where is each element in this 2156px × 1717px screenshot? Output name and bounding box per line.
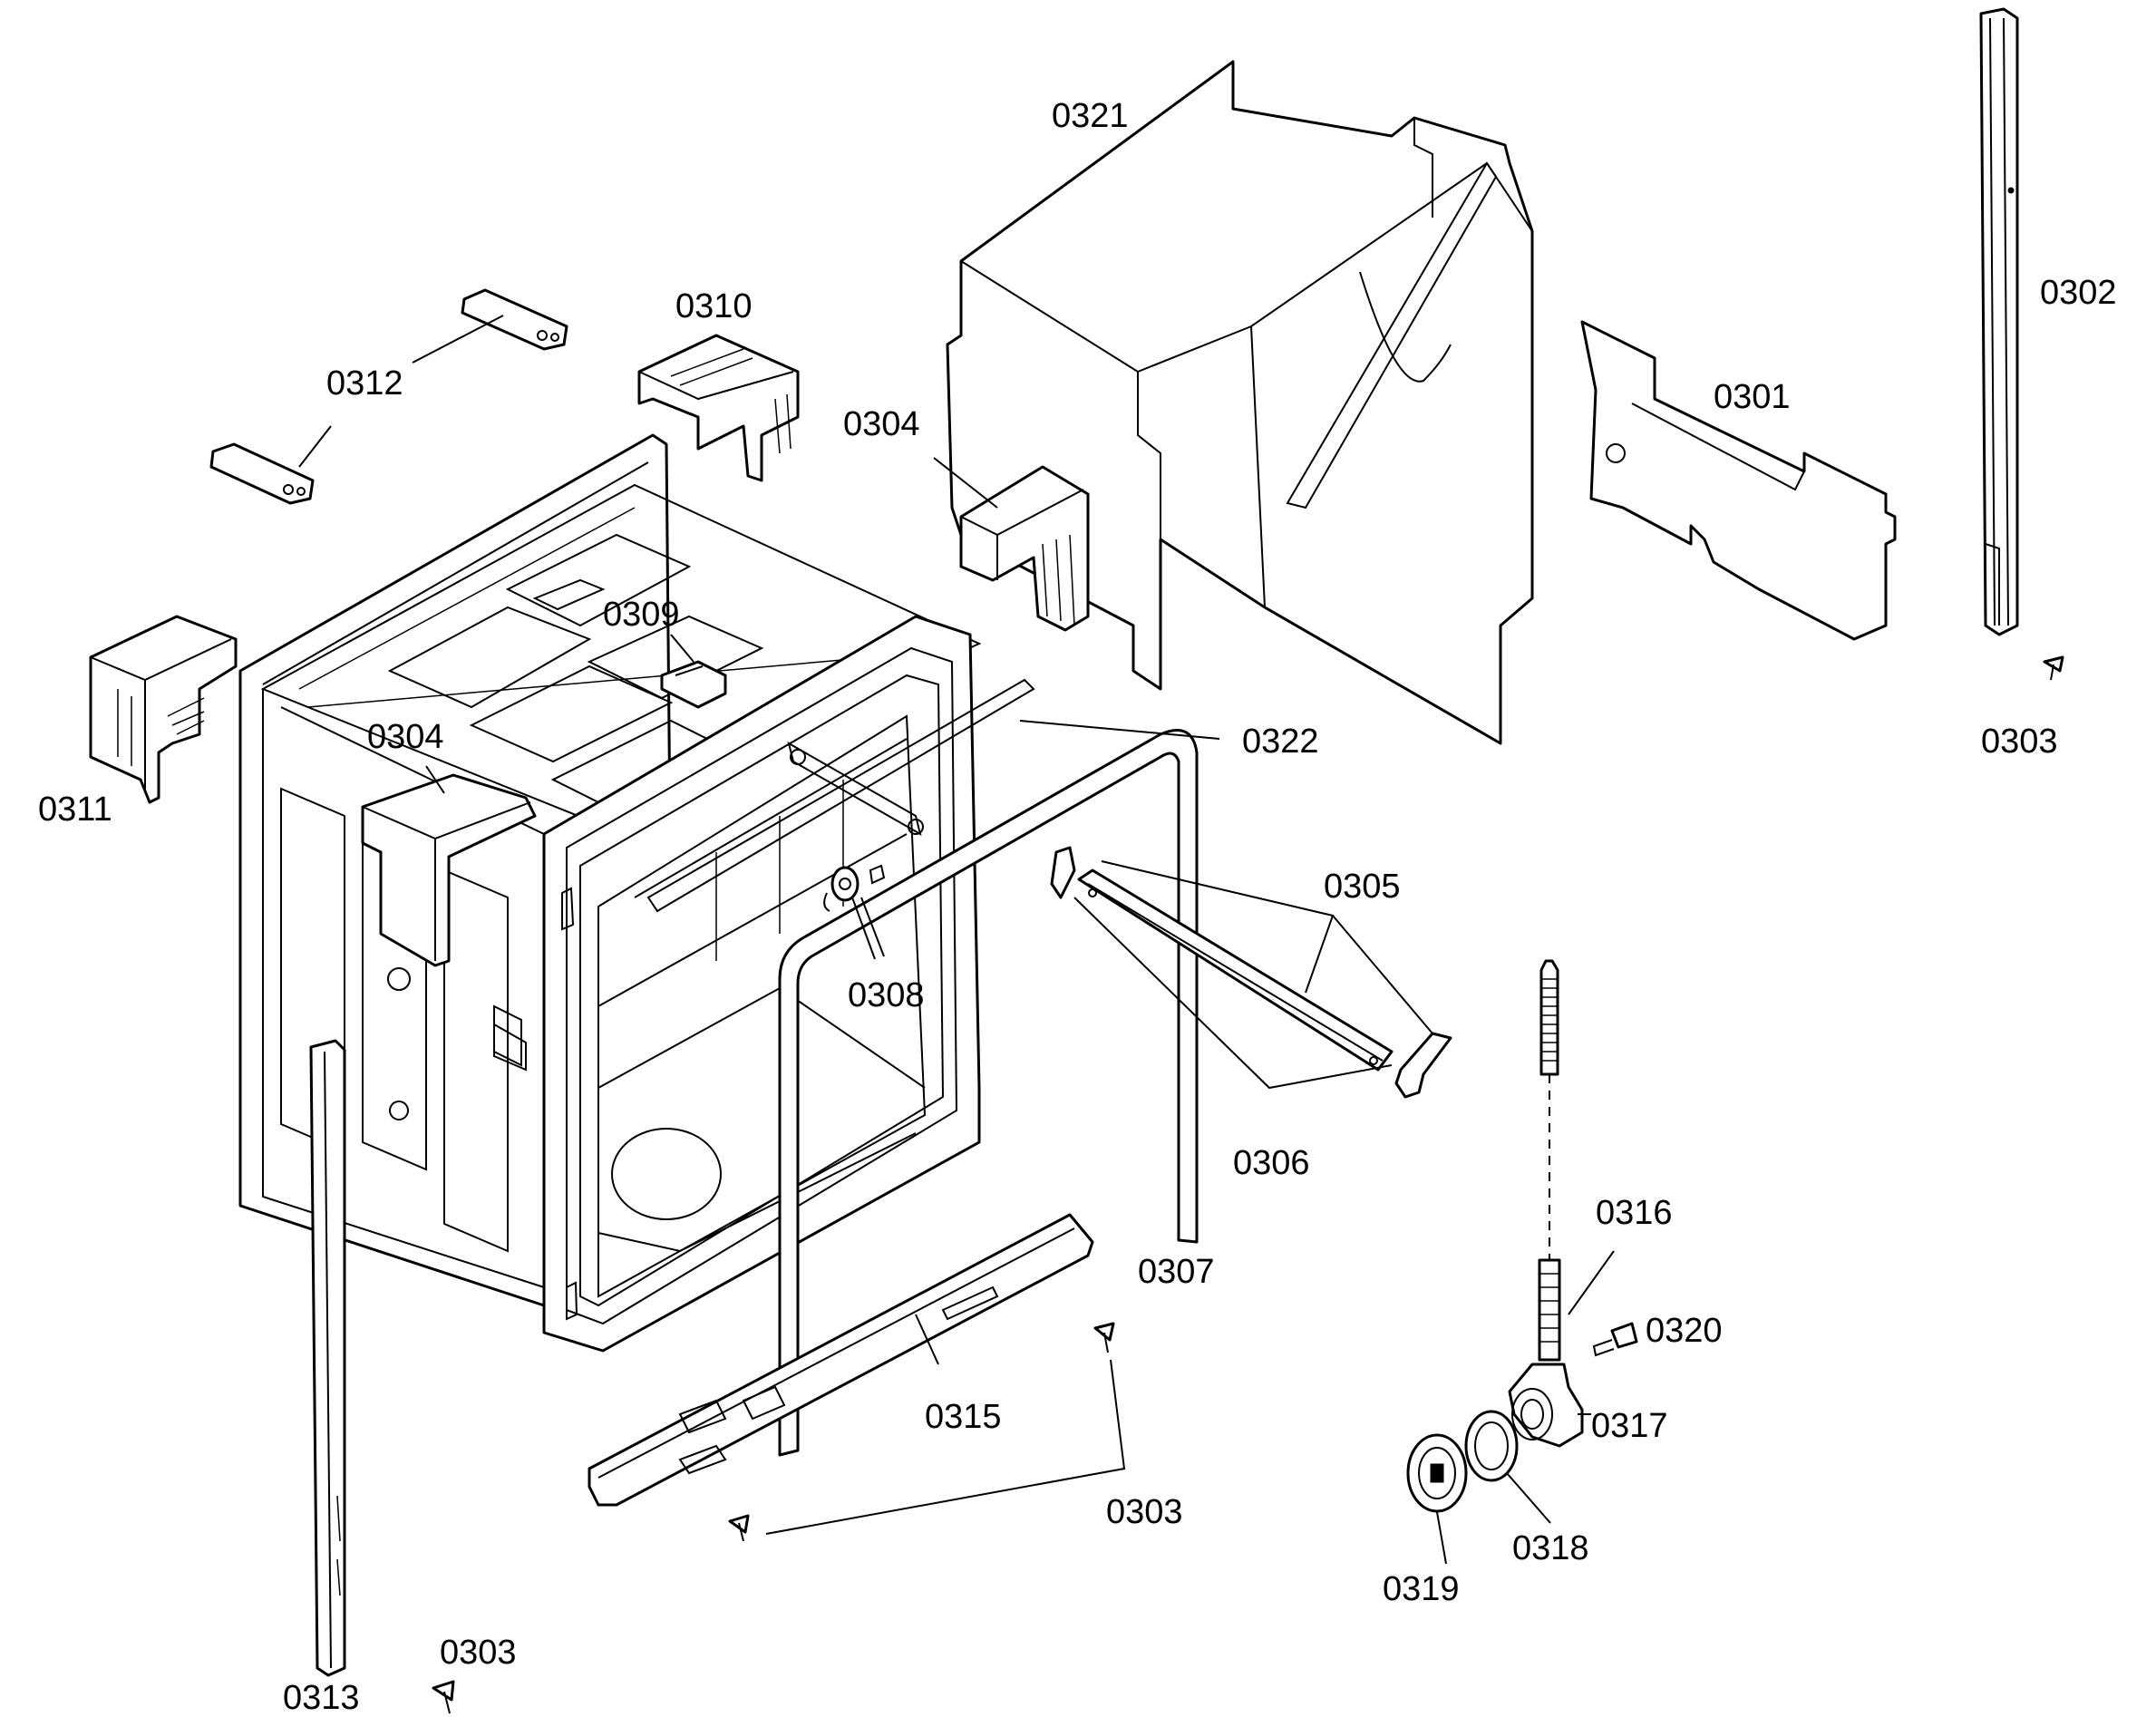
part-tub-assembly[interactable] (238, 433, 1035, 1353)
label-0320: 0320 (1646, 1312, 1723, 1350)
part-0312-bracket-top[interactable] (461, 288, 568, 351)
part-0315-rail[interactable] (588, 1213, 1094, 1507)
part-0307-gasket[interactable] (778, 729, 1199, 1457)
part-0303-screw-mid[interactable] (1093, 1322, 1115, 1353)
part-labels: 0321 0302 0310 0312 0301 0304 0309 0322 … (38, 97, 2117, 1717)
part-0301-panel[interactable] (1580, 320, 1897, 641)
part-0321-cover[interactable] (946, 60, 1534, 745)
label-0311: 0311 (38, 791, 112, 829)
part-0306-clip-left[interactable] (1050, 846, 1076, 899)
part-0304-upper-connector[interactable] (959, 465, 1090, 632)
label-0322: 0322 (1242, 723, 1319, 761)
part-0303-screw-bottom[interactable] (432, 1680, 455, 1714)
label-0308: 0308 (848, 976, 925, 1014)
label-0304-lower: 0304 (367, 718, 444, 756)
label-0313: 0313 (283, 1679, 360, 1717)
leader-lines (298, 315, 1615, 1565)
part-0302-side-strip[interactable] (1979, 7, 2019, 636)
part-0309-clip[interactable] (660, 660, 727, 709)
label-0303-bottom: 0303 (440, 1634, 517, 1672)
label-0306: 0306 (1233, 1144, 1310, 1182)
label-0303-mid: 0303 (1106, 1493, 1183, 1531)
part-0303-screw-low[interactable] (728, 1514, 750, 1542)
label-0318: 0318 (1512, 1529, 1589, 1567)
part-0320-screw[interactable] (1592, 1322, 1638, 1357)
part-0304-lower-bracket[interactable] (361, 773, 537, 967)
label-0309: 0309 (603, 596, 680, 634)
label-0319: 0319 (1383, 1570, 1460, 1608)
label-0312: 0312 (326, 364, 403, 403)
part-0313-strip[interactable] (309, 1039, 346, 1677)
label-0321: 0321 (1052, 97, 1129, 135)
part-0306-clip-right[interactable] (1394, 1032, 1452, 1099)
part-0319-cap[interactable] (1406, 1433, 1468, 1513)
label-0307: 0307 (1138, 1253, 1215, 1291)
label-0310: 0310 (675, 287, 753, 325)
label-0303-right: 0303 (1981, 723, 2058, 761)
part-0310-clip[interactable] (637, 334, 800, 482)
part-0316-shaft[interactable] (1538, 959, 1561, 1362)
part-0308-hardware[interactable] (823, 864, 886, 912)
label-0316: 0316 (1596, 1194, 1673, 1232)
part-0317-elbow[interactable] (1508, 1363, 1584, 1448)
part-0305-bar[interactable] (1077, 868, 1394, 1072)
label-0315: 0315 (925, 1398, 1002, 1436)
label-0302: 0302 (2040, 274, 2117, 312)
part-0311-connector[interactable] (89, 615, 238, 804)
label-0304-upper: 0304 (843, 405, 920, 443)
part-0303-screw-right[interactable] (2043, 655, 2064, 681)
label-0301: 0301 (1714, 378, 1791, 416)
part-0312-bracket-bottom[interactable] (209, 442, 315, 505)
label-0305: 0305 (1324, 868, 1401, 906)
part-0318-ring[interactable] (1464, 1410, 1519, 1482)
label-0317: 0317 (1591, 1407, 1668, 1445)
